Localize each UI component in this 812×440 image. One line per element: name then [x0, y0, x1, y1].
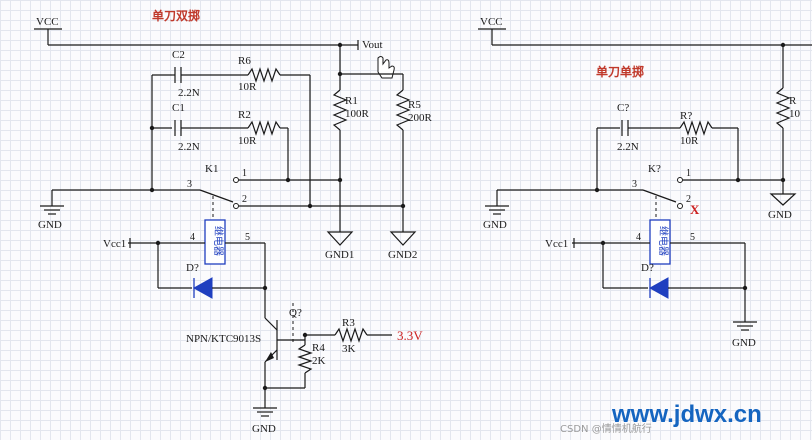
gnd1-label: GND1	[325, 249, 354, 261]
gnd-right-left-label: GND	[483, 219, 507, 231]
resistor-r3: R3 3K	[334, 317, 392, 355]
r3-value: 3K	[342, 343, 356, 355]
input-voltage-label: 3.3V	[397, 328, 423, 343]
resistor-r-right-2: R? 10R	[679, 110, 739, 180]
hand-cursor-icon	[377, 56, 395, 79]
resistor-r6: R6 10R	[238, 55, 311, 206]
r5-ref: R5	[408, 99, 421, 111]
vcc-symbol: VCC	[34, 16, 62, 45]
relay-right-pin5: 5	[690, 232, 695, 243]
r2-ref: R2	[238, 109, 251, 121]
vcc-right-symbol: VCC	[478, 16, 506, 45]
r1-ref: R1	[345, 95, 358, 107]
resistor-r-right: R 10	[775, 45, 801, 194]
k1-pin1: 1	[242, 168, 247, 179]
diode-ref: D?	[186, 262, 199, 274]
right-title: 单刀单掷	[596, 64, 644, 79]
vcc1-right-port: Vcc1	[545, 238, 606, 250]
resistor-r2: R2 10R	[238, 109, 289, 180]
resistor-r1: R1 100R	[332, 74, 370, 232]
r6-value: 10R	[238, 81, 257, 93]
gnd-right-bottom-label: GND	[732, 337, 756, 349]
left-circuit: 单刀双掷 VCC Vout R1 100R	[34, 8, 433, 435]
vcc1-right-label: Vcc1	[545, 238, 568, 250]
k-right-pin1: 1	[686, 168, 691, 179]
vout-label: Vout	[362, 39, 383, 51]
gnd2-label: GND2	[388, 249, 417, 261]
relay-right-pin4: 4	[636, 232, 641, 243]
gnd-right-top-symbol: GND	[768, 193, 797, 221]
cross-mark-icon: X	[690, 202, 700, 217]
c2-value: 2.2N	[178, 87, 200, 99]
resistor-r5: R5 200R	[395, 74, 433, 232]
relay-label: 继电器	[212, 226, 225, 256]
diode-d-right: D?	[641, 262, 669, 299]
k-right-pin3: 3	[632, 179, 637, 190]
gnd-bottom-symbol: GND	[252, 407, 277, 435]
r2-value: 10R	[238, 135, 257, 147]
k1-pin2: 2	[242, 194, 247, 205]
r6-ref: R6	[238, 55, 251, 67]
r5-value: 200R	[408, 112, 433, 124]
transistor-part: NPN/KTC9013S	[186, 333, 261, 345]
c-right-value: 2.2N	[617, 141, 639, 153]
relay-pin5: 5	[245, 232, 250, 243]
gnd1-symbol: GND1	[325, 231, 354, 261]
gnd-right-left-symbol: GND	[483, 205, 509, 231]
relay-coil-k-right: 继电器 4 5	[603, 219, 745, 265]
k1-pin3: 3	[187, 179, 192, 190]
transistor-q: Q? NPN/KTC9013S	[186, 307, 302, 363]
diode-right-ref: D?	[641, 262, 654, 274]
site-watermark: www.jdwx.cn	[611, 401, 762, 428]
r4-ref: R4	[312, 342, 325, 354]
gnd-right-top-label: GND	[768, 209, 792, 221]
capacitor-c-right: C? 2.2N	[617, 102, 680, 153]
c1-value: 2.2N	[178, 141, 200, 153]
r-top-ref: R	[789, 95, 797, 107]
vcc-right-label: VCC	[480, 16, 503, 28]
vcc-label: VCC	[36, 16, 59, 28]
vcc1-label: Vcc1	[103, 238, 126, 250]
relay-coil-k1: 继电器 4 5	[158, 219, 265, 265]
r-top-value: 10	[789, 108, 801, 120]
capacitor-c2: C2 2.2N	[172, 49, 248, 99]
transistor-ref: Q?	[289, 307, 302, 319]
r3-ref: R3	[342, 317, 355, 329]
gnd2-symbol: GND2	[388, 231, 417, 261]
gnd-left-symbol: GND	[38, 205, 64, 231]
csdn-watermark: CSDN @情情机航行	[560, 422, 652, 435]
right-circuit: 单刀单掷 VCC R 10 GND C? 2.2N	[478, 16, 812, 349]
r4-value: 2K	[312, 355, 326, 367]
c1-ref: C1	[172, 102, 185, 114]
relay-switch-k-right: K? 1 3 2 X	[594, 163, 786, 220]
r-right-value: 10R	[680, 135, 699, 147]
c2-ref: C2	[172, 49, 185, 61]
left-title: 单刀双掷	[152, 8, 200, 23]
relay-switch-k1: K1 1 3 2	[149, 163, 406, 220]
relay-right-label: 继电器	[657, 226, 670, 256]
k-right-pin2: 2	[686, 194, 691, 205]
k-right-ref: K?	[648, 163, 661, 175]
capacitor-c1: C1 2.2N	[172, 102, 248, 153]
relay-pin4: 4	[190, 232, 195, 243]
r-right-ref: R?	[680, 110, 692, 122]
gnd-left-label: GND	[38, 219, 62, 231]
c-right-ref: C?	[617, 102, 629, 114]
gnd-right-bottom-symbol: GND	[732, 321, 757, 349]
diode-d: D?	[186, 262, 213, 299]
k1-ref: K1	[205, 163, 218, 175]
vcc1-port: Vcc1	[103, 238, 161, 250]
r1-value: 100R	[345, 108, 370, 120]
resistor-r4: R4 2K	[297, 340, 326, 388]
gnd-bottom-label: GND	[252, 423, 276, 435]
